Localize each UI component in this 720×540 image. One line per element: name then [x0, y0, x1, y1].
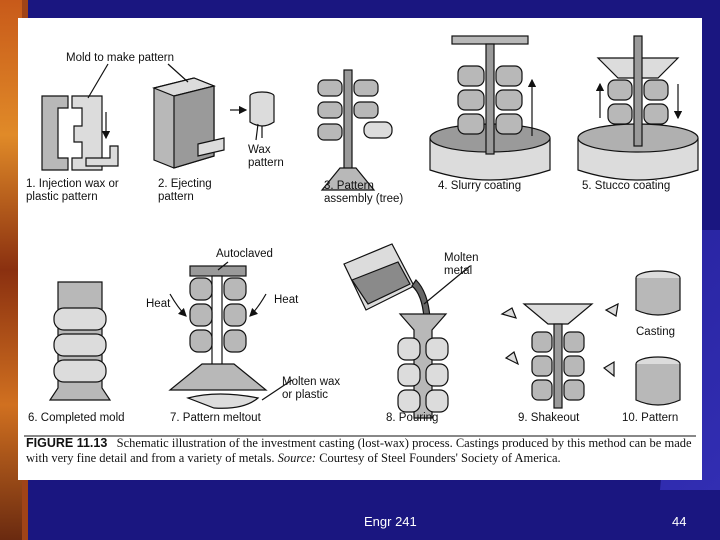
label-autoclaved: Autoclaved — [216, 248, 273, 260]
step-1-label: 1. Injection wax or plastic pattern — [26, 178, 119, 203]
label-molten-wax: Molten wax or plastic — [282, 376, 341, 401]
ejecting-pattern-drawing — [152, 77, 275, 169]
label-molten-metal: Molten metal — [444, 252, 479, 277]
caption-source-text: Courtesy of Steel Founders' Society of A… — [319, 451, 561, 465]
step-10-label: 10. Pattern — [622, 412, 679, 424]
step-9-label: 9. Shakeout — [518, 412, 580, 424]
step-6-label: 6. Completed mold — [28, 412, 125, 424]
step-7-label: 7. Pattern meltout — [170, 412, 261, 424]
label-mold-to-make-pattern: Mold to make pattern — [66, 52, 175, 64]
label-wax-pattern: Wax pattern — [248, 144, 284, 169]
pattern-meltout-drawing — [168, 265, 268, 409]
pattern-tree-drawing — [317, 69, 393, 191]
slide-number: 44 — [672, 514, 687, 529]
investment-casting-figure: Mold to make pattern Wax pattern 1. Inje… — [18, 18, 702, 480]
injection-mold-drawing — [41, 95, 119, 171]
leader-lines — [87, 63, 471, 401]
step-5-label: 5. Stucco coating — [582, 180, 671, 192]
step-2-label: 2. Ejecting pattern — [158, 178, 212, 203]
pouring-drawing — [343, 243, 449, 419]
shakeout-drawing — [500, 302, 619, 409]
step-3-label: 3. Pattern assembly (tree) — [324, 180, 404, 205]
label-heat-left: Heat — [146, 298, 171, 310]
caption-figure-number: FIGURE 11.13 — [26, 436, 108, 450]
caption-source-label: Source: — [277, 451, 317, 465]
completed-mold-drawing — [48, 281, 112, 401]
stucco-coating-drawing — [577, 35, 699, 181]
figure-caption: FIGURE 11.13 Schematic illustration of t… — [26, 436, 694, 466]
step-4-label: 4. Slurry coating — [438, 180, 522, 192]
caption-text: Schematic illustration of the investment… — [26, 436, 692, 465]
step-8-label: 8. Pouring — [386, 412, 439, 424]
label-heat-right: Heat — [274, 294, 299, 306]
casting-cups-drawing — [635, 270, 681, 406]
slurry-coating-drawing — [429, 35, 551, 181]
footer-course: Engr 241 — [364, 514, 417, 529]
label-casting: Casting — [636, 326, 675, 338]
process-illustration — [24, 35, 699, 437]
